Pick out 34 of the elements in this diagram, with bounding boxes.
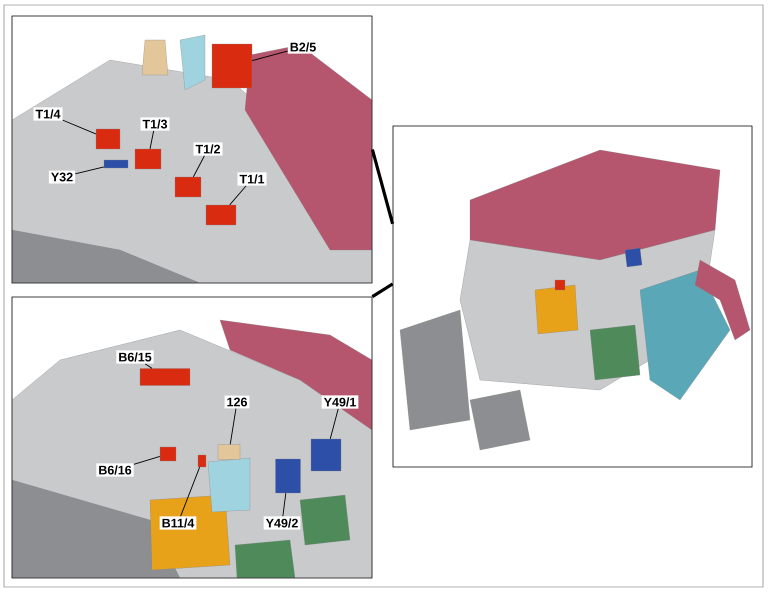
connector [134,148,162,170]
cap [218,444,240,460]
connector [198,454,206,468]
connector [174,176,202,198]
leader-line [62,120,96,134]
callout-label: T1/3 [140,117,170,131]
callout-label: Y49/2 [264,516,300,530]
leader-line [144,363,152,369]
leader-line [229,185,247,206]
callout-label: Y32 [48,170,76,184]
connector [140,368,190,386]
valve [275,458,301,494]
zoom-wedge [372,282,394,298]
leader-line [133,456,160,465]
leader-line [252,50,288,62]
callout-label: Y49/1 [322,395,358,409]
leader-line [192,155,205,178]
connector [212,44,252,88]
connector [160,446,176,462]
leader-line [74,166,104,174]
leader-line [330,408,339,440]
leader-line [150,130,154,150]
connector [206,204,236,226]
valve [104,160,128,168]
callout-label: T1/4 [34,107,62,121]
leader-line [230,408,236,445]
connector [96,128,120,150]
callout-label: 126 [224,396,250,408]
valve [310,438,342,472]
callout-label: B11/4 [160,516,196,530]
callout-label: B6/16 [96,463,134,477]
leader-line [282,492,286,517]
callout-label: B6/15 [116,350,154,364]
leader-line [180,466,200,517]
